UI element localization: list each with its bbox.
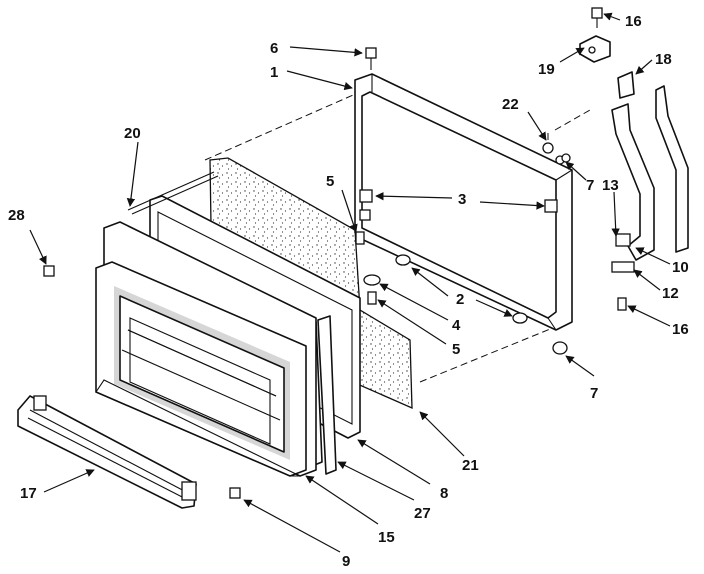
callout-27: 27 bbox=[414, 505, 431, 522]
callout-21: 21 bbox=[462, 457, 479, 474]
callout-13: 13 bbox=[602, 177, 619, 194]
washer-icon bbox=[363, 274, 381, 286]
callout-1: 1 bbox=[270, 64, 278, 81]
callout-6: 6 bbox=[270, 40, 278, 57]
callout-8: 8 bbox=[440, 485, 448, 502]
screw-icon bbox=[591, 7, 603, 28]
screws bbox=[43, 7, 627, 499]
door-liner-frame bbox=[354, 73, 573, 355]
callout-16-top: 16 bbox=[625, 13, 642, 30]
callout-12: 12 bbox=[662, 285, 679, 302]
callout-2: 2 bbox=[456, 291, 464, 308]
callout-20: 20 bbox=[124, 125, 141, 142]
hinge-bracket-right bbox=[544, 199, 558, 213]
door-handle-trim bbox=[17, 395, 197, 509]
callout-28: 28 bbox=[8, 207, 25, 224]
handle-end-cap bbox=[33, 395, 47, 411]
top-hinge bbox=[579, 35, 611, 63]
callout-7-bottom: 7 bbox=[590, 385, 598, 402]
callout-numbers: 1 6 16 19 18 22 7 13 3 5 2 4 5 7 10 12 1… bbox=[8, 13, 689, 570]
trim-bracket bbox=[615, 233, 631, 247]
screw-icon bbox=[355, 231, 365, 245]
callout-18: 18 bbox=[655, 51, 672, 68]
hinge-pin-bottom bbox=[552, 341, 568, 355]
callout-3: 3 bbox=[458, 191, 466, 208]
hinge-bushing bbox=[542, 142, 554, 154]
callout-15: 15 bbox=[378, 529, 395, 546]
liner-tab bbox=[359, 209, 371, 221]
outer-door-panel bbox=[95, 221, 317, 477]
callout-4: 4 bbox=[452, 317, 461, 334]
callout-5-top: 5 bbox=[326, 173, 334, 190]
leader-lines bbox=[29, 12, 671, 553]
handle-end-cap bbox=[181, 481, 197, 501]
hinge-plate bbox=[611, 261, 635, 273]
callout-7-top: 7 bbox=[586, 177, 594, 194]
door-stop bbox=[512, 312, 528, 324]
callout-5-bottom: 5 bbox=[452, 341, 460, 358]
door-stop bbox=[395, 254, 411, 266]
screw-icon bbox=[229, 487, 241, 499]
washer-icon bbox=[561, 153, 571, 163]
screw-icon bbox=[617, 297, 627, 311]
screw-icon bbox=[43, 265, 55, 277]
hinge-bracket-left bbox=[359, 189, 373, 203]
callout-19: 19 bbox=[538, 61, 555, 78]
callout-10: 10 bbox=[672, 259, 689, 276]
screw-icon bbox=[367, 291, 377, 305]
trim-cap bbox=[617, 71, 635, 99]
side-trim-pieces bbox=[611, 71, 689, 273]
callout-17: 17 bbox=[20, 485, 37, 502]
alignment-lines bbox=[204, 91, 591, 383]
callout-9: 9 bbox=[342, 553, 350, 570]
screw-icon bbox=[365, 47, 377, 70]
callout-16-bottom: 16 bbox=[672, 321, 689, 338]
callout-22: 22 bbox=[502, 96, 519, 113]
